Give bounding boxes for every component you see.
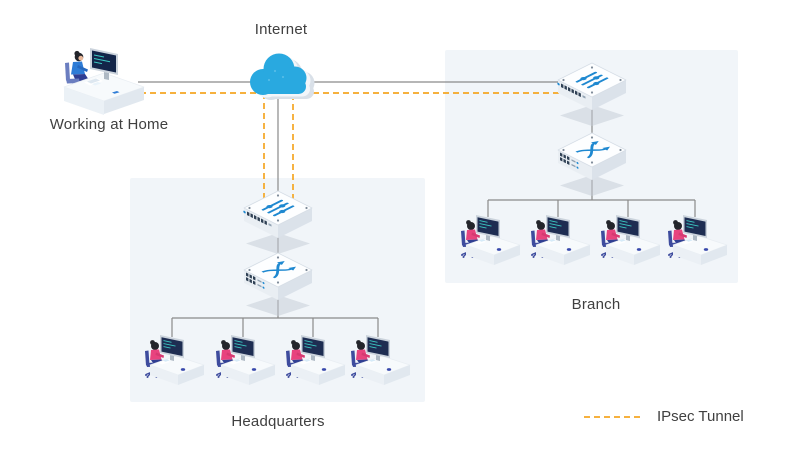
branch-gateway-router-icon <box>550 60 634 126</box>
ipsec-tunnel-label: IPsec Tunnel <box>657 408 744 425</box>
hq-workstation-icon <box>142 332 206 388</box>
hq-workstation-icon <box>348 332 412 388</box>
branch-switch-icon <box>550 130 634 196</box>
hq-workstation-drops <box>171 318 379 337</box>
internet-cloud-icon <box>247 46 325 110</box>
branch-workstation-icon <box>458 212 522 268</box>
branch-workstation-drops <box>487 200 696 217</box>
hq-workstation-icon <box>283 332 347 388</box>
headquarters-label: Headquarters <box>231 413 325 430</box>
internet-label: Internet <box>254 21 308 38</box>
ipsec-tunnel-branch-hq <box>292 92 565 200</box>
working-at-home-label: Working at Home <box>49 116 169 133</box>
branch-workstation-icon <box>528 212 592 268</box>
hq-gateway-router-icon <box>236 188 320 254</box>
branch-workstation-icon <box>598 212 662 268</box>
branch-label: Branch <box>571 296 621 313</box>
hq-workstation-icon <box>213 332 277 388</box>
ipsec-tunnel-home-hq <box>140 92 265 200</box>
ipsec-tunnel-dash-sample <box>584 415 642 418</box>
legend: IPsec Tunnel <box>583 408 744 425</box>
hq-switch-icon <box>236 250 320 316</box>
branch-workstation-icon <box>665 212 729 268</box>
home-workstation-icon <box>56 40 148 118</box>
